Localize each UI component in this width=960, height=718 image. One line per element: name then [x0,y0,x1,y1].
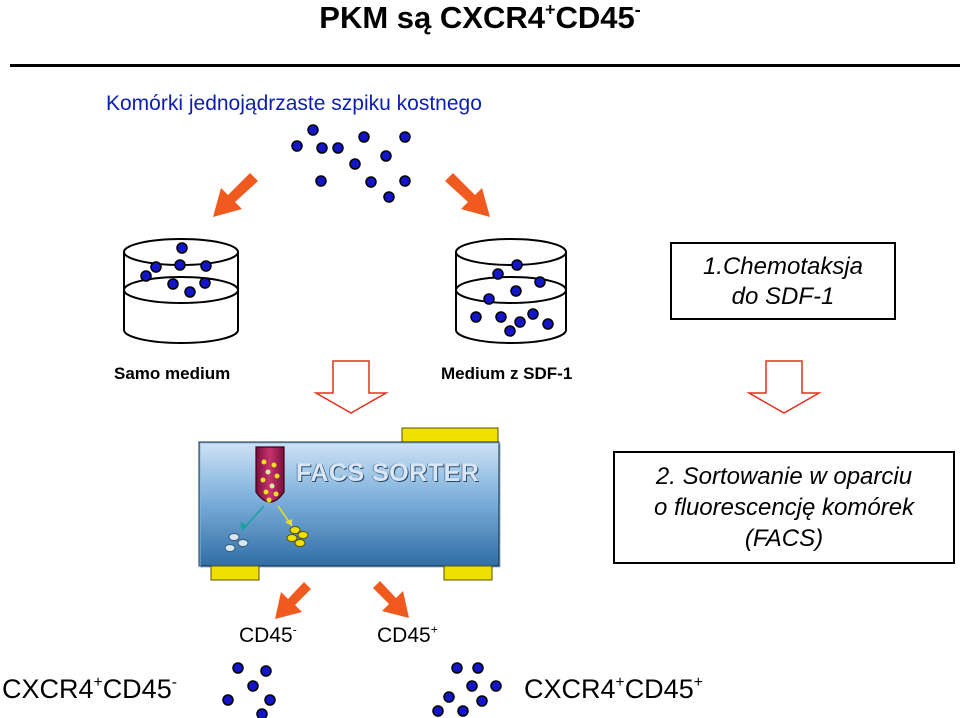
facs-sorter-machine [198,427,501,581]
dish-left [123,238,239,344]
dish-right-label: Medium z SDF-1 [441,364,573,383]
bone-marrow-cells-label: Komórki jednojądrzaste szpiku kostnego [106,92,482,115]
step2-line2: o fluorescencję komórek [653,494,915,521]
result-right-label: CXCR4+CD45+ [524,674,703,704]
hollow-arrow-left [313,360,389,414]
step1-line1: 1.Chemotaksja [702,253,864,280]
dish-left-cells [140,242,212,298]
step2-line3: (FACS) [744,525,824,552]
arrow-to-left-dish [213,173,258,217]
sorted-negative-cells [224,533,249,552]
dish-right [455,238,567,344]
step1-line2: do SDF-1 [731,283,835,310]
arrow-to-cd45-negative [275,582,311,619]
page-title: PKM są CXCR4+CD45- [319,0,641,35]
hollow-arrow-right [746,360,822,414]
sorted-positive-cells [286,526,309,547]
title-divider [10,64,960,67]
facs-sorter-label: FACS SORTER [296,459,480,487]
result-left-label: CXCR4+CD45- [2,674,177,704]
dish-left-label: Samo medium [114,364,231,383]
arrow-to-right-dish [445,173,490,217]
cd45-negative-label: CD45- [239,622,297,647]
step2-line1: 2. Sortowanie w oparciu [655,463,913,490]
step1-box: 1.Chemotaksja do SDF-1 [670,242,896,320]
cell-cluster-bottom-left [222,662,276,718]
arrow-to-cd45-positive [373,581,409,618]
cell-cluster-bottom-right [432,662,502,717]
cell-cluster-top [291,124,411,203]
cd45-positive-label: CD45+ [377,622,438,647]
step2-box: 2. Sortowanie w oparciu o fluorescencję … [613,451,955,564]
dish-right-cells [470,259,554,337]
